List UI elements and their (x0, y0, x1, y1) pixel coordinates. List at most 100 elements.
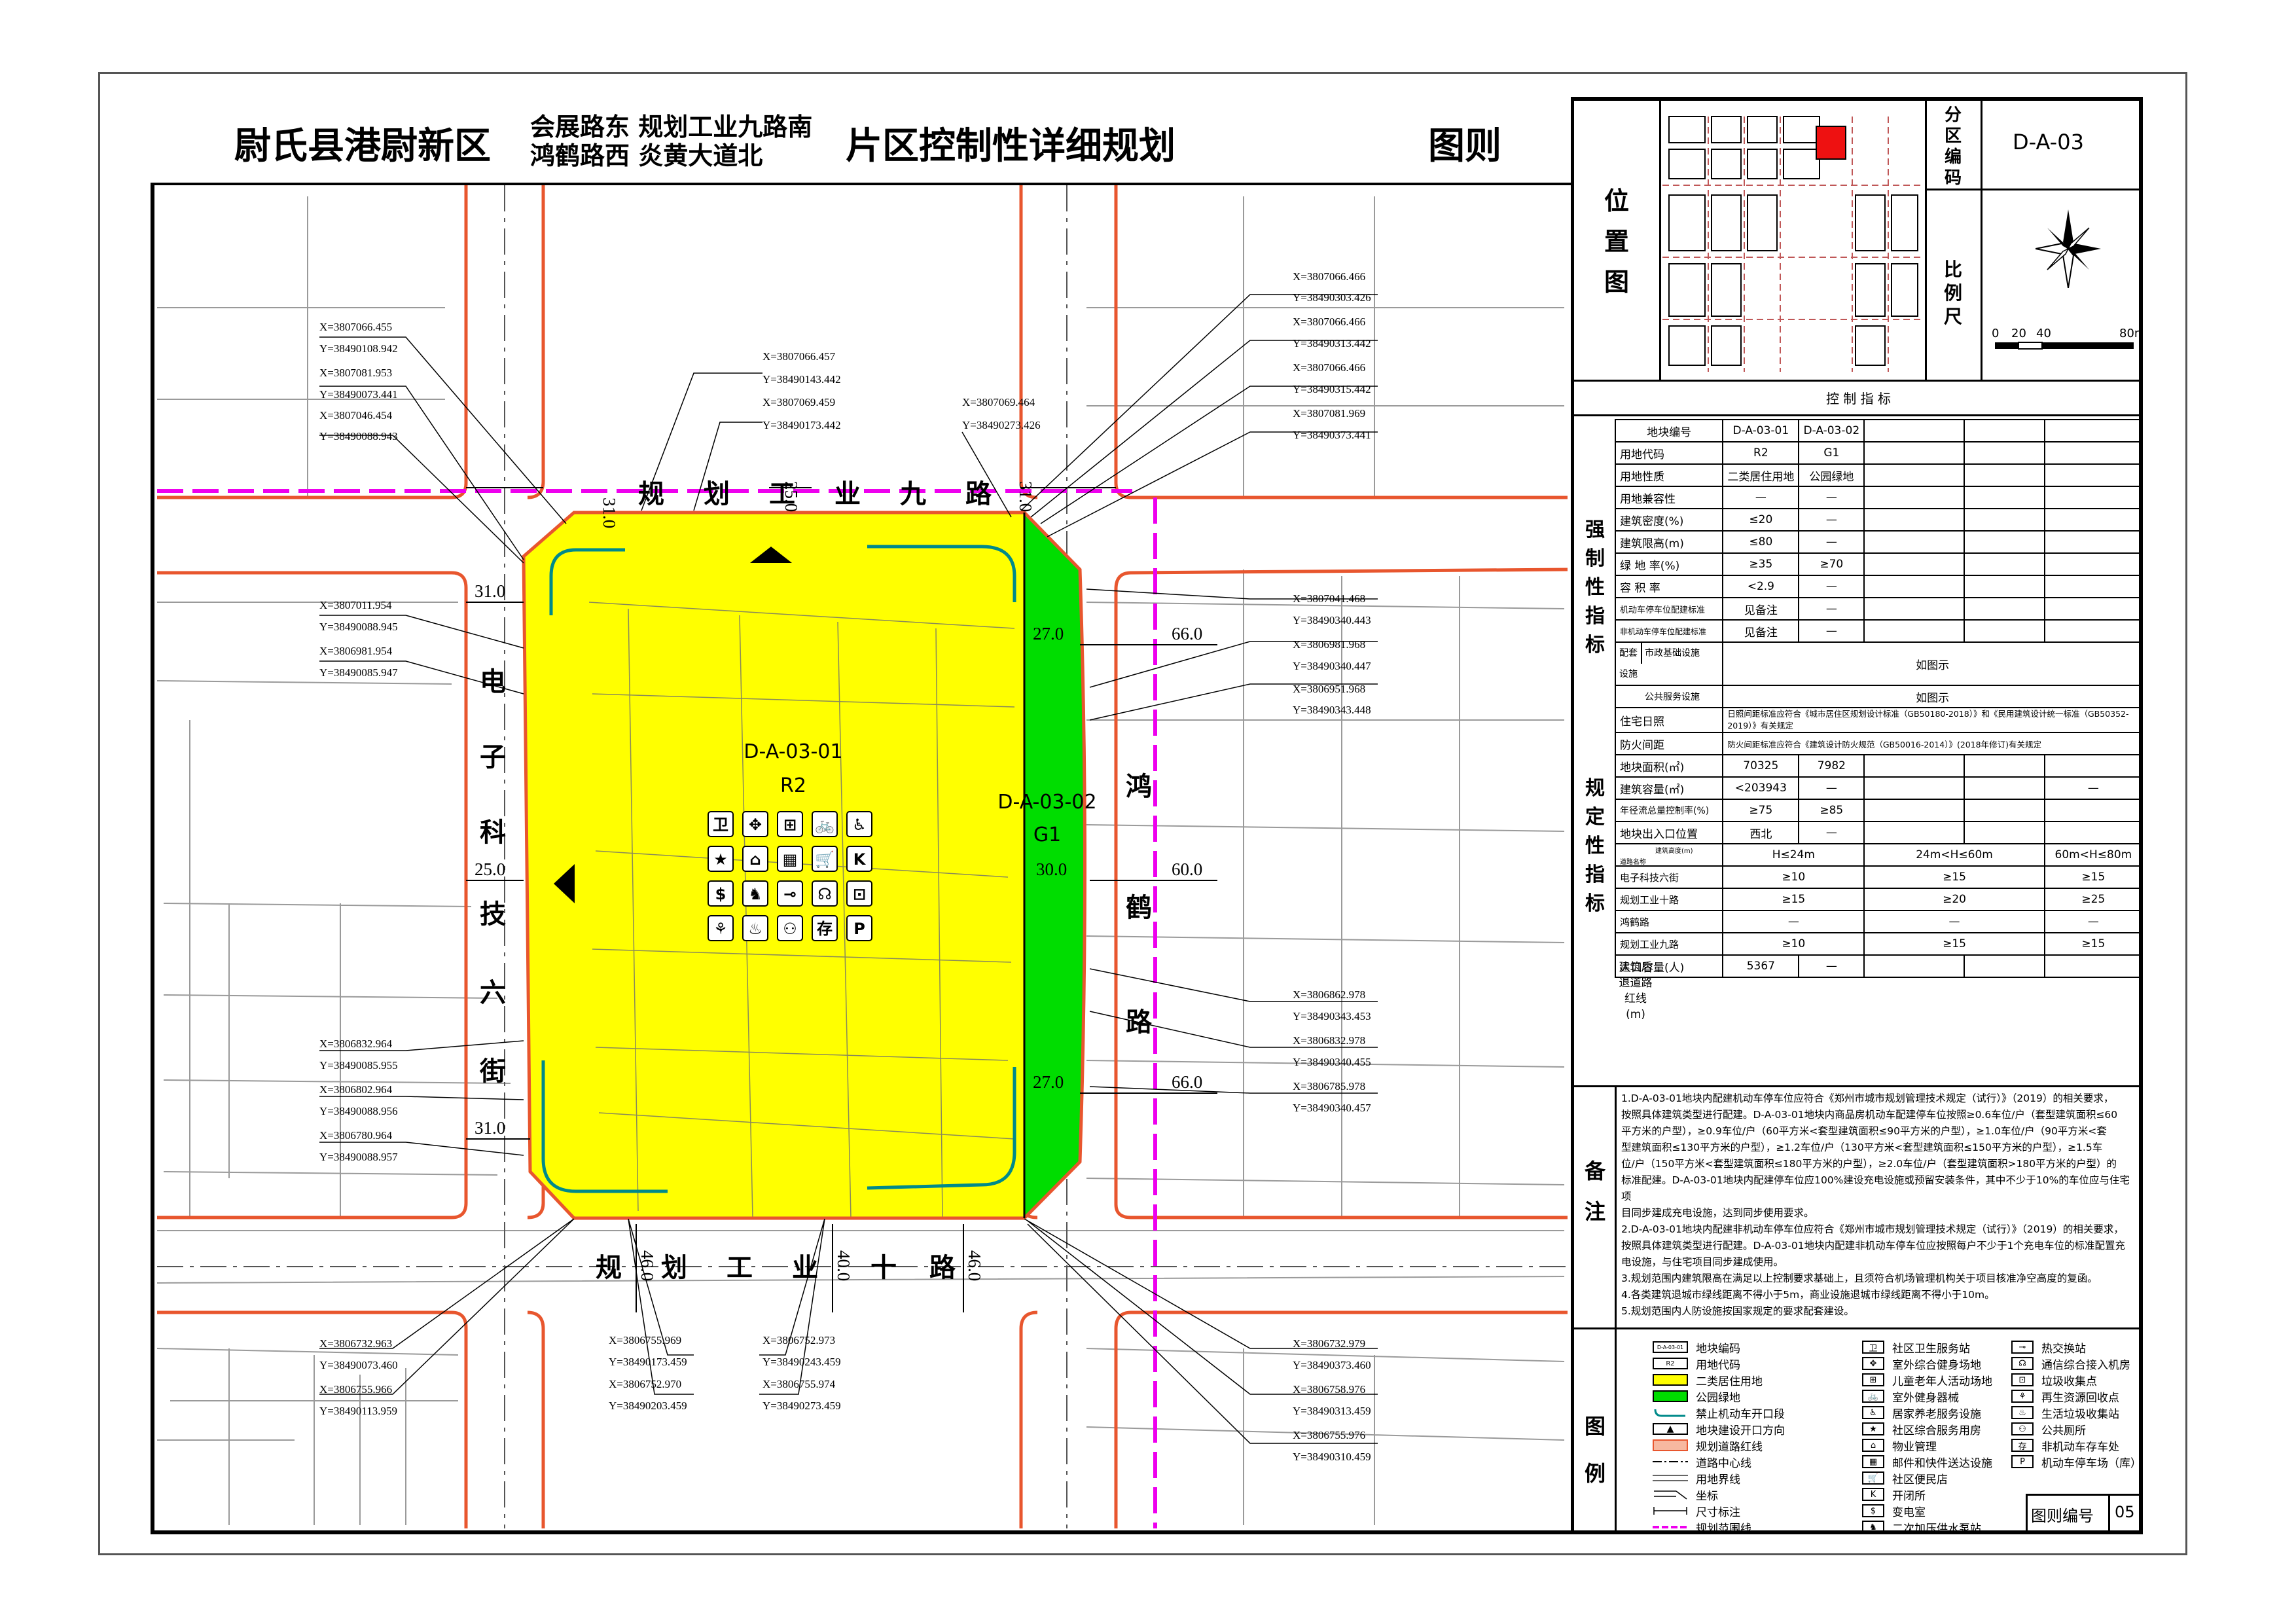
svg-text:业: 业 (792, 1253, 818, 1283)
notes-label: 备注 (1584, 1159, 1605, 1224)
table-row: 建筑高度(m) 道路名称 H≤24m 24m<H≤60m 60m<H≤80m (1614, 843, 2144, 867)
coord-s-mid-1: Y=38490243.459 (762, 1356, 841, 1368)
svg-text:46.0: 46.0 (965, 1250, 984, 1281)
facility-icon: ★ (708, 846, 734, 872)
mandatory-label: 强制性指标 (1585, 518, 1605, 657)
svg-text:♿: ♿ (852, 816, 867, 834)
svg-text:存: 存 (817, 920, 833, 938)
coord-e-bot-4: X=3806785.978 (1293, 1080, 1365, 1092)
svg-text:31.0: 31.0 (475, 581, 505, 601)
g1-code-label: D-A-03-02 (997, 791, 1096, 814)
svg-text:技: 技 (480, 899, 506, 929)
svg-text:子: 子 (480, 742, 506, 772)
title-bar: 尉氏县港尉新区 会展路东 规划工业九路南 鸿鹤路西 炎黄大道北 片区控制性详细规… (151, 97, 1571, 185)
coord-n-mid-1: Y=38490143.442 (762, 373, 841, 386)
svg-text:划: 划 (704, 479, 730, 509)
svg-text:路: 路 (929, 1253, 956, 1283)
svg-text:🛒: 🛒 (815, 850, 834, 869)
table-row: 规划工业十路≥15≥20≥25 (1614, 888, 2144, 911)
table-row: 地块出入口位置西北— (1614, 821, 2144, 844)
coord-se-5: Y=38490310.459 (1293, 1451, 1371, 1463)
coord-s-left-3: Y=38490203.459 (609, 1399, 687, 1412)
table-row: 公共服务设施 如图示 (1614, 685, 2143, 708)
svg-text:🚲: 🚲 (815, 816, 834, 834)
title-location-line2: 鸿鹤路西 炎黄大道北 (530, 141, 763, 170)
table-row: 人口容量(人)5367— (1614, 954, 2144, 978)
svg-text:工: 工 (769, 479, 795, 509)
coord-se-4: X=3806755.976 (1293, 1429, 1365, 1441)
background-parcel-lines (156, 196, 1565, 1525)
title-location-line1: 会展路东 规划工业九路南 (530, 113, 813, 141)
facility-icon: ⚇ (777, 915, 803, 941)
svg-text:电: 电 (480, 667, 506, 697)
svg-text:40: 40 (2036, 327, 2051, 340)
svg-text:40.0: 40.0 (834, 1250, 853, 1281)
coord-nw-0: X=3807066.455 (319, 321, 392, 333)
zone-code-label: 分区编码 (1944, 105, 1962, 188)
table-row: 鸿鹤路——— (1614, 910, 2144, 933)
svg-text:划: 划 (661, 1253, 687, 1283)
facility-icon: ♨ (742, 915, 768, 941)
facility-icon: 🛒 (812, 846, 838, 872)
coord-se-0: X=3806732.979 (1293, 1337, 1365, 1350)
svg-text:科: 科 (480, 818, 506, 848)
coord-nw-2: X=3807081.953 (319, 367, 392, 379)
svg-text:六: 六 (480, 978, 506, 1008)
svg-text:25.0: 25.0 (475, 859, 505, 879)
sheet-number-value: 05 (2115, 1503, 2135, 1521)
table-row: 非机动车停车位配建标准见备注— (1614, 619, 2144, 643)
facility-icon: ♿ (846, 811, 872, 837)
scale-label: 比例尺 (1943, 259, 1962, 327)
opening-arrow-north (750, 547, 792, 563)
plan-map: 卫 ✥ ⊞ 🚲 ♿ ★ ⌂ ▦ 🛒 K $ ♞ ⊸ ☊ ⊡ ⚘ ♨ ⚇ 存 P … (156, 185, 1568, 1528)
sheet-number-label: 图则编号 (2031, 1507, 2094, 1525)
coord-w-bot-4: X=3806780.964 (319, 1129, 393, 1142)
svg-text:46.0: 46.0 (637, 1250, 657, 1281)
coord-ne-7: Y=38490373.441 (1293, 429, 1371, 441)
coord-s-left-0: X=3806755.969 (609, 1334, 681, 1346)
facility-icon: $ (708, 880, 734, 907)
facility-icon: ⊸ (777, 880, 803, 907)
svg-text:鸿: 鸿 (1126, 772, 1152, 802)
facility-icon: ✥ (742, 811, 768, 837)
coord-w-bot-5: Y=38490088.957 (319, 1151, 398, 1163)
table-row: 防火间距 防火间距标准应符合《建筑设计防火规范（GB50016-2014）》(2… (1614, 732, 2143, 755)
coord-w-bot-3: Y=38490088.956 (319, 1105, 398, 1117)
coord-nw-4: X=3807046.454 (319, 409, 393, 422)
table-row: 地块编号 D-A-03-01 D-A-03-02 (1614, 419, 2144, 442)
coord-n-mid-2: X=3807069.459 (762, 396, 835, 408)
svg-text:31.0: 31.0 (600, 497, 619, 528)
g1-use-label: G1 (1033, 823, 1061, 846)
coord-ne-5: Y=38490315.442 (1293, 383, 1371, 395)
coord-sw-3: Y=38490113.959 (319, 1405, 397, 1417)
table-row: 配套设施市政基础设施 如图示 (1614, 641, 2143, 686)
indicators-title: 控 制 指 标 (1825, 391, 1892, 406)
svg-text:⊞: ⊞ (783, 816, 797, 834)
svg-text:P: P (853, 920, 865, 938)
svg-text:30.0: 30.0 (1036, 859, 1067, 879)
svg-text:20: 20 (2011, 327, 2026, 340)
table-row: 电子科技六街≥10≥15≥15 (1614, 865, 2144, 889)
svg-text:31.0: 31.0 (1016, 481, 1035, 512)
svg-text:31.0: 31.0 (475, 1118, 505, 1138)
table-row: 住宅日照 日照间距标准应符合《城市居住区规划设计标准（GB50180-2018）… (1614, 707, 2143, 733)
road-name-south: 规 划 工 业 十 路 (596, 1253, 956, 1283)
facility-icon: P (846, 915, 872, 941)
coord-e-bot-3: Y=38490340.455 (1293, 1056, 1371, 1068)
facility-icon-grid: 卫 ✥ ⊞ 🚲 ♿ ★ ⌂ ▦ 🛒 K $ ♞ ⊸ ☊ ⊡ ⚘ ♨ ⚇ 存 P (708, 811, 872, 941)
coord-n-mid-3: Y=38490173.442 (762, 419, 841, 431)
coord-e-top-5: Y=38490343.448 (1293, 704, 1371, 716)
dimension-labels: 31.0 25.0 31.0 31.0 25.0 31.0 27.0 66.0 … (475, 481, 1202, 1281)
facility-icon: 存 (812, 915, 838, 941)
svg-text:K: K (853, 850, 867, 869)
coord-s-mid-3: Y=38490273.459 (762, 1399, 841, 1412)
coord-e-bot-2: X=3806832.978 (1293, 1034, 1365, 1047)
coord-e-bot-0: X=3806862.978 (1293, 988, 1365, 1001)
coord-e-top-2: X=3806981.968 (1293, 638, 1365, 651)
parcel-g1-fill (1024, 513, 1085, 1218)
svg-text:$: $ (715, 885, 726, 903)
coord-e-bot-5: Y=38490340.457 (1293, 1102, 1371, 1114)
coordinate-labels: X=3807066.455 Y=38490108.942 X=3807081.9… (319, 270, 1371, 1463)
coord-e-top-0: X=3807041.468 (1293, 592, 1365, 605)
